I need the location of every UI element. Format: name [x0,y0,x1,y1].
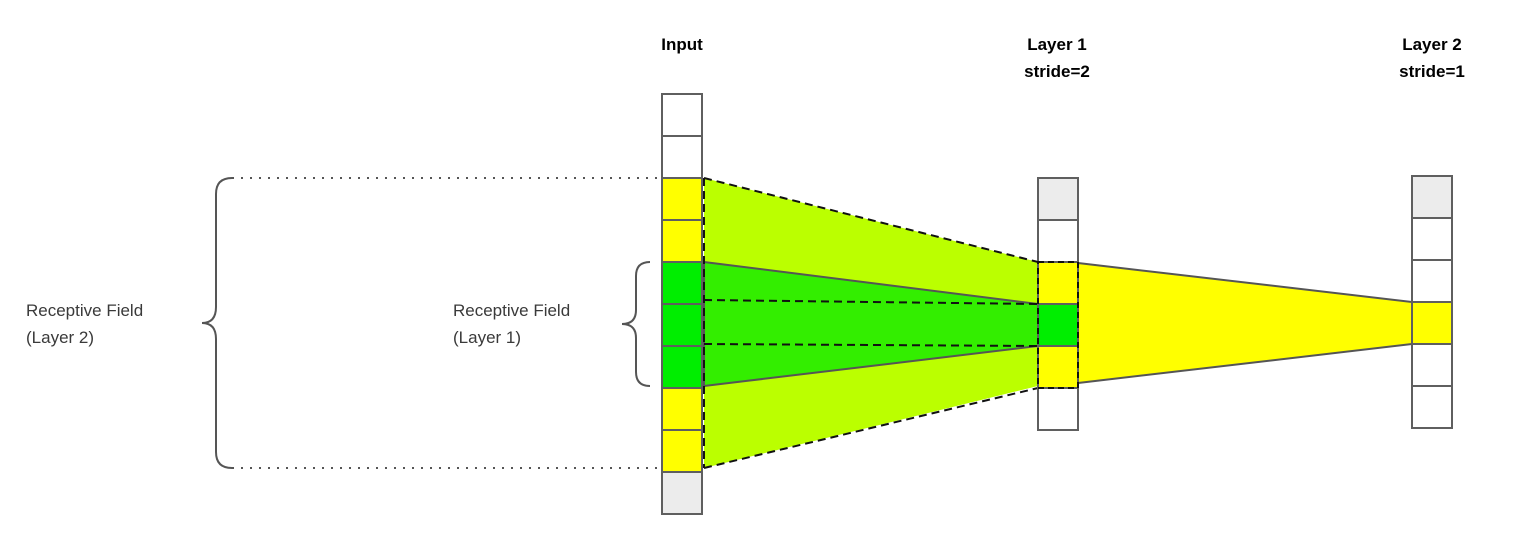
layer1-cell-1 [1037,177,1079,221]
layer1-stride: stride=2 [1024,62,1090,81]
layer1-cell-4 [1037,303,1079,347]
input-cell-6 [661,303,703,347]
rf-layer1-label-line1: Receptive Field [453,301,570,320]
layer2-cell-3 [1411,259,1453,303]
input-cell-8 [661,387,703,431]
layer1-cell-2 [1037,219,1079,263]
input-cell-5 [661,261,703,305]
layer1-header: Layer 1 [1027,35,1087,54]
input-cell-2 [661,135,703,179]
rf-layer2-label-line2: (Layer 2) [26,328,94,347]
layer1-cell-3 [1037,261,1079,305]
dashed-edge-mid-bottom [703,343,1039,347]
layer2-cell-2 [1411,217,1453,261]
input-cell-1 [661,93,703,137]
layer1-cell-5 [1037,345,1079,389]
rf-layer2-label-line1: Receptive Field [26,301,143,320]
layer2-cell-5 [1411,343,1453,387]
layer1-dashed-outline [1037,261,1079,389]
layer2-cell-1 [1411,175,1453,219]
input-cell-9 [661,429,703,473]
input-column [661,93,703,515]
dashed-edge-bottom [703,387,1039,469]
rf-layer1-label-line2: (Layer 1) [453,328,521,347]
layer2-cell-4 [1411,301,1453,345]
layer2-stride: stride=1 [1399,62,1465,81]
input-header: Input [661,35,703,54]
layer1-column [1037,177,1079,431]
dashed-edge-top [703,177,1039,263]
layer2-header: Layer 2 [1402,35,1462,54]
wedge-layer1-layer2 [1077,261,1413,385]
input-cell-3 [661,177,703,221]
input-cell-4 [661,219,703,263]
dashed-edge-mid-top [703,299,1039,305]
rf1-brace [621,261,651,387]
layer2-column [1411,175,1453,429]
layer1-cell-6 [1037,387,1079,431]
input-cell-7 [661,345,703,389]
layer2-cell-6 [1411,385,1453,429]
input-cell-10 [661,471,703,515]
rf2-brace [201,177,233,469]
